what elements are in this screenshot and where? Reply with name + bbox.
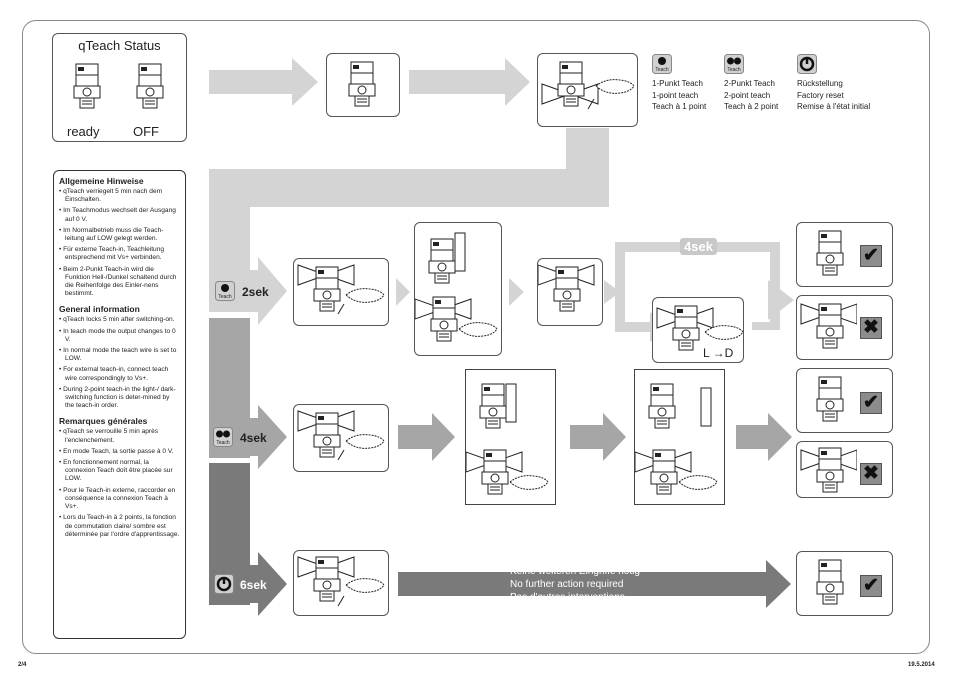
notes-box: Allgemeine Hinweise qTeach verriegelt 5 …	[53, 170, 186, 639]
light-to-dark-label: L →D	[703, 346, 734, 360]
status-ready-label: ready	[67, 124, 100, 139]
note-fr-item: En mode Teach, la sortie passe à 0 V.	[59, 448, 180, 456]
check-icon: ✔	[860, 245, 882, 267]
r1-frame-3	[537, 258, 603, 326]
notes-fr-list: qTeach se verrouille 5 min après l'encle…	[59, 428, 180, 538]
check-icon: ✔	[860, 392, 882, 414]
top-frame-2	[537, 53, 638, 127]
top-frame-1	[326, 53, 400, 117]
doc-date: 19.5.2014	[908, 662, 935, 668]
arrow-4sek	[209, 405, 287, 469]
step-2sek-label: 2sek	[242, 285, 269, 299]
legend-one-point-de: 1-Punkt Teach	[652, 79, 703, 88]
arrow-r2-a	[398, 413, 455, 461]
notes-de-list: qTeach verriegelt 5 min nach dem Einscha…	[59, 188, 180, 298]
arrow-r2-c	[736, 413, 792, 461]
status-off-label: OFF	[133, 124, 159, 139]
legend-reset-fr: Remise à l'état initial	[797, 102, 871, 111]
arrow-r1-c	[604, 280, 620, 304]
step-6sek-icon	[214, 574, 234, 594]
note-fr-item: Pour le Teach-in externe, raccorder en c…	[59, 487, 180, 512]
two-dot-teach-icon: Teach	[724, 54, 744, 74]
no-action-text: Keine weiteren Eingriffe nötig No furthe…	[510, 565, 640, 604]
cross-icon: ✖	[860, 463, 882, 485]
svg-text:Teach: Teach	[216, 440, 230, 446]
legend-two-point-fr: Teach à 2 point	[724, 102, 779, 111]
result-fail-2: ✖	[796, 441, 893, 498]
legend-reset-de: Rückstellung	[797, 79, 843, 88]
note-de-item: qTeach verriegelt 5 min nach dem Einscha…	[59, 188, 180, 204]
status-title: qTeach Status	[78, 38, 161, 53]
page-frame	[22, 20, 930, 654]
note-en-item: qTeach locks 5 min after switching-on.	[59, 316, 180, 324]
no-action-en: No further action required	[510, 579, 624, 590]
note-en-item: For external teach-in, connect teach wir…	[59, 366, 180, 382]
legend-one-point-fr: Teach à 1 point	[652, 102, 707, 111]
result-ok-2: ✔	[796, 368, 893, 433]
arrow-r3	[398, 560, 791, 608]
legend-two-point: Teach 2-Punkt Teach 2-point teach Teach …	[724, 54, 778, 113]
note-fr-item: En fonctionnement normal, la connexion T…	[59, 459, 180, 484]
note-de-item: Beim 2-Punkt Teach-in wird die Funktion …	[59, 266, 180, 299]
note-de-item: Im Teachmodus wechselt der Ausgang auf 0…	[59, 207, 180, 223]
result-fail-1: ✖	[796, 295, 893, 360]
legend-two-point-de: 2-Punkt Teach	[724, 79, 775, 88]
step-6sek-label: 6sek	[240, 578, 267, 592]
check-icon: ✔	[860, 575, 882, 597]
step-4sek-icon: Teach	[213, 427, 233, 447]
no-action-fr: Pas d'autres interventions	[510, 592, 625, 603]
page-number: 2/4	[18, 662, 27, 668]
arrow-top-2	[409, 58, 530, 106]
notes-en-title: General information	[59, 304, 140, 315]
legend-reset: Rückstellung Factory reset Remise à l'ét…	[797, 54, 870, 113]
result-ok-3: ✔	[796, 551, 893, 616]
svg-text:Teach: Teach	[218, 294, 232, 300]
one-dot-teach-icon: Teach	[652, 54, 672, 74]
r3-frame-1	[293, 550, 389, 616]
r2-frame-2	[465, 369, 556, 505]
sensor-off-image	[136, 63, 164, 109]
note-fr-item: Lors du Teach-in à 2 points, la fonction…	[59, 514, 180, 539]
arrow-r1-a	[396, 278, 410, 306]
r1-frame-1	[293, 258, 389, 326]
no-action-de: Keine weiteren Eingriffe nötig	[510, 566, 640, 577]
connector-top	[250, 128, 609, 207]
arrow-r1-b	[509, 278, 524, 306]
legend-one-point: Teach 1-Punkt Teach 1-point teach Teach …	[652, 54, 706, 113]
r1-frame-2	[414, 222, 502, 356]
arrow-r2-b	[570, 413, 626, 461]
legend-two-point-en: 2-point teach	[724, 90, 771, 100]
r2-frame-1	[293, 404, 389, 472]
svg-text:Teach: Teach	[727, 67, 741, 73]
note-de-item: Für externe Teach-in, Teachleitung entsp…	[59, 246, 180, 262]
result-ok-1: ✔	[796, 222, 893, 287]
notes-de-title: Allgemeine Hinweise	[59, 176, 144, 186]
step-4sek-label: 4sek	[240, 431, 267, 445]
legend-reset-en: Factory reset	[797, 90, 844, 100]
loop-head-right	[768, 280, 794, 320]
sensor-ready-image	[73, 63, 101, 109]
arrow-2sek	[209, 257, 287, 325]
notes-en-list: qTeach locks 5 min after switching-on. I…	[59, 316, 180, 410]
r2-frame-3	[634, 369, 725, 505]
note-en-item: In teach mode the output changes to 0 V.	[59, 328, 180, 344]
arrow-6sek	[209, 552, 287, 616]
legend-one-point-en: 1-point teach	[652, 90, 699, 100]
cross-icon: ✖	[860, 317, 882, 339]
note-en-item: During 2-point teach-in the light-/ dark…	[59, 386, 180, 411]
note-de-item: Im Normalbetrieb muss die Teach-leitung …	[59, 227, 180, 243]
r1-frame-loop: L →D	[652, 297, 744, 363]
note-fr-item: qTeach se verrouille 5 min après l'encle…	[59, 428, 180, 444]
loop-label: 4sek	[680, 238, 717, 255]
loop-path	[615, 242, 780, 332]
notes-fr-title: Remarques générales	[59, 416, 148, 427]
power-reset-icon	[797, 54, 817, 74]
arrow-top-1	[209, 58, 318, 106]
step-2sek-icon: Teach	[215, 281, 235, 301]
column-light	[209, 169, 250, 300]
svg-text:Teach: Teach	[655, 67, 669, 73]
note-en-item: In normal mode the teach wire is set to …	[59, 347, 180, 363]
